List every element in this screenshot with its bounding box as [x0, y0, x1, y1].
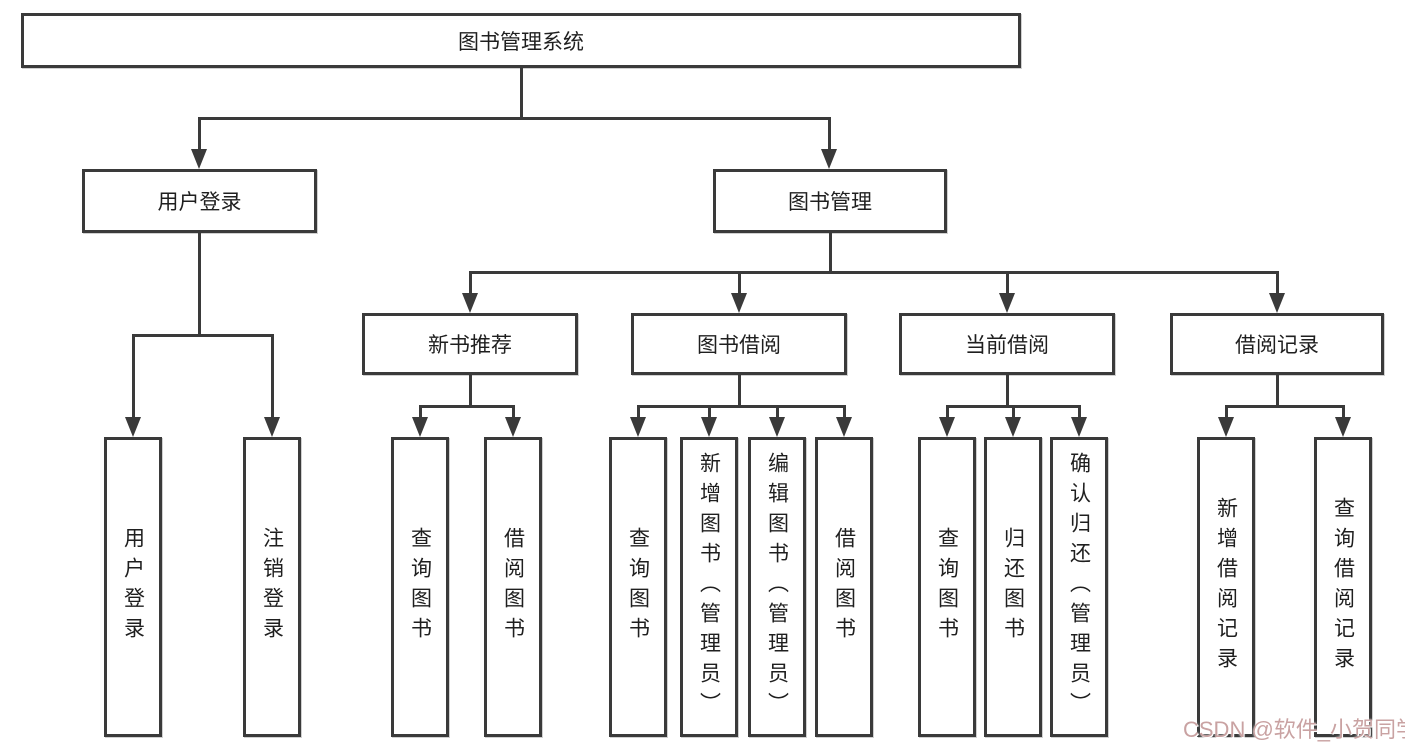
arrow-down-icon — [1071, 417, 1087, 437]
leaf-borrow-books-borrowing-label: 借阅图书 — [832, 527, 856, 647]
arrow-down-icon — [1005, 417, 1021, 437]
arrow-down-icon — [836, 417, 852, 437]
leaf-logout: 注销登录 — [243, 437, 301, 737]
leaf-add-borrow-record: 新增借阅记录 — [1197, 437, 1255, 737]
connector-line — [1275, 271, 1279, 293]
node-book-borrowing-label: 图书借阅 — [697, 334, 781, 357]
connector-line — [737, 271, 741, 293]
arrow-down-icon — [821, 149, 837, 169]
connector-line — [1275, 375, 1279, 406]
csdn-watermark: CSDN @软件_小贺同学 — [1183, 717, 1405, 742]
arrow-down-icon — [505, 417, 521, 437]
arrow-down-icon — [701, 417, 717, 437]
connector-line — [197, 117, 201, 149]
connector-line — [1005, 375, 1009, 406]
node-new-book-recommend-label: 新书推荐 — [428, 334, 512, 357]
connector-line — [468, 375, 472, 406]
leaf-user-login: 用户登录 — [104, 437, 162, 737]
arrow-down-icon — [999, 293, 1015, 313]
arrow-down-icon — [630, 417, 646, 437]
leaf-query-books-borrowing-label: 查询图书 — [626, 527, 650, 647]
leaf-edit-books-admin-label: 编辑图书（管理员） — [765, 452, 789, 722]
node-new-book-recommend: 新书推荐 — [362, 313, 578, 375]
connector-line — [519, 68, 523, 118]
node-book-management-label: 图书管理 — [788, 191, 872, 214]
leaf-query-books-recommend: 查询图书 — [391, 437, 449, 737]
connector-line — [828, 233, 832, 274]
connector-line — [707, 405, 711, 417]
arrow-down-icon — [125, 417, 141, 437]
leaf-borrow-books-borrowing: 借阅图书 — [815, 437, 873, 737]
connector-line — [1011, 405, 1015, 417]
leaf-borrow-books-recommend-label: 借阅图书 — [501, 527, 525, 647]
leaf-edit-books-admin: 编辑图书（管理员） — [748, 437, 806, 737]
node-user-login: 用户登录 — [82, 169, 317, 233]
node-user-login-label: 用户登录 — [157, 191, 242, 214]
node-borrowing-records-label: 借阅记录 — [1235, 334, 1319, 357]
leaf-add-borrow-record-label: 新增借阅记录 — [1214, 497, 1238, 677]
leaf-query-books-recommend-label: 查询图书 — [408, 527, 432, 647]
node-current-borrowing: 当前借阅 — [899, 313, 1115, 375]
arrow-down-icon — [191, 149, 207, 169]
connector-line — [197, 233, 201, 335]
leaf-return-books-label: 归还图书 — [1001, 527, 1025, 647]
connector-line — [945, 405, 949, 417]
connector-line — [775, 405, 779, 417]
node-root-label: 图书管理系统 — [458, 30, 584, 54]
arrow-down-icon — [412, 417, 428, 437]
leaf-query-books-current-label: 查询图书 — [935, 527, 959, 647]
leaf-logout-label: 注销登录 — [260, 527, 284, 647]
leaf-user-login-label: 用户登录 — [121, 527, 145, 647]
connector-line — [197, 116, 831, 120]
node-book-borrowing: 图书借阅 — [631, 313, 847, 375]
leaf-confirm-return-admin: 确认归还（管理员） — [1050, 437, 1108, 737]
connector-line — [636, 405, 640, 417]
connector-line — [131, 333, 274, 337]
connector-line — [131, 334, 135, 417]
leaf-return-books: 归还图书 — [984, 437, 1042, 737]
connector-line — [1077, 405, 1081, 417]
connector-line — [842, 405, 846, 417]
connector-line — [511, 405, 515, 417]
leaf-confirm-return-admin-label: 确认归还（管理员） — [1067, 452, 1091, 722]
node-root: 图书管理系统 — [21, 13, 1021, 68]
leaf-query-books-current: 查询图书 — [918, 437, 976, 737]
arrow-down-icon — [1335, 417, 1351, 437]
arrow-down-icon — [1218, 417, 1234, 437]
leaf-add-books-admin-label: 新增图书（管理员） — [697, 452, 721, 722]
arrow-down-icon — [462, 293, 478, 313]
connector-line — [737, 375, 741, 406]
connector-line — [468, 271, 1279, 274]
leaf-add-books-admin: 新增图书（管理员） — [680, 437, 738, 737]
arrow-down-icon — [731, 293, 747, 313]
leaf-query-books-borrowing: 查询图书 — [609, 437, 667, 737]
arrow-down-icon — [264, 417, 280, 437]
connector-line — [827, 117, 831, 149]
arrow-down-icon — [769, 417, 785, 437]
leaf-query-borrow-record: 查询借阅记录 — [1314, 437, 1372, 737]
arrow-down-icon — [939, 417, 955, 437]
connector-line — [270, 334, 274, 417]
connector-line — [468, 271, 472, 293]
node-book-management: 图书管理 — [713, 169, 947, 233]
connector-line — [1341, 405, 1345, 417]
connector-line — [418, 405, 515, 408]
leaf-query-borrow-record-label: 查询借阅记录 — [1331, 497, 1355, 677]
connector-line — [1005, 271, 1009, 293]
arrow-down-icon — [1269, 293, 1285, 313]
node-borrowing-records: 借阅记录 — [1170, 313, 1384, 375]
node-current-borrowing-label: 当前借阅 — [965, 334, 1049, 357]
connector-line — [636, 405, 846, 408]
connector-line — [418, 405, 422, 417]
connector-line — [1224, 405, 1228, 417]
leaf-borrow-books-recommend: 借阅图书 — [484, 437, 542, 737]
connector-line — [1224, 405, 1345, 408]
